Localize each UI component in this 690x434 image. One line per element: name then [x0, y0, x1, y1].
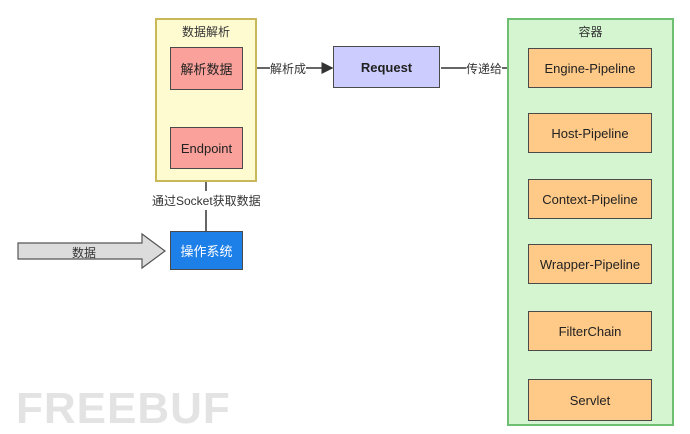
filterchain-box: FilterChain [528, 311, 652, 351]
parse-data-box: 解析数据 [170, 47, 243, 90]
engine-pipeline-box: Engine-Pipeline [528, 48, 652, 88]
os-box: 操作系统 [170, 231, 243, 270]
endpoint-box: Endpoint [170, 127, 243, 169]
watermark-logo: FREEBUF [16, 384, 231, 433]
request-box: Request [333, 46, 440, 88]
via-socket-label: 通过Socket获取数据 [150, 191, 263, 210]
wrapper-pipeline-box: Wrapper-Pipeline [528, 244, 652, 284]
parse-group-title: 数据解析 [181, 25, 230, 39]
container-group-title: 容器 [578, 25, 603, 39]
data-arrow-label: 数据 [72, 246, 97, 260]
context-pipeline-box: Context-Pipeline [528, 179, 652, 219]
pass-to-label: 传递给 [466, 60, 503, 77]
host-pipeline-box: Host-Pipeline [528, 113, 652, 153]
data-input-arrow [17, 232, 167, 270]
servlet-box: Servlet [528, 379, 652, 421]
parse-into-label: 解析成 [270, 60, 307, 77]
